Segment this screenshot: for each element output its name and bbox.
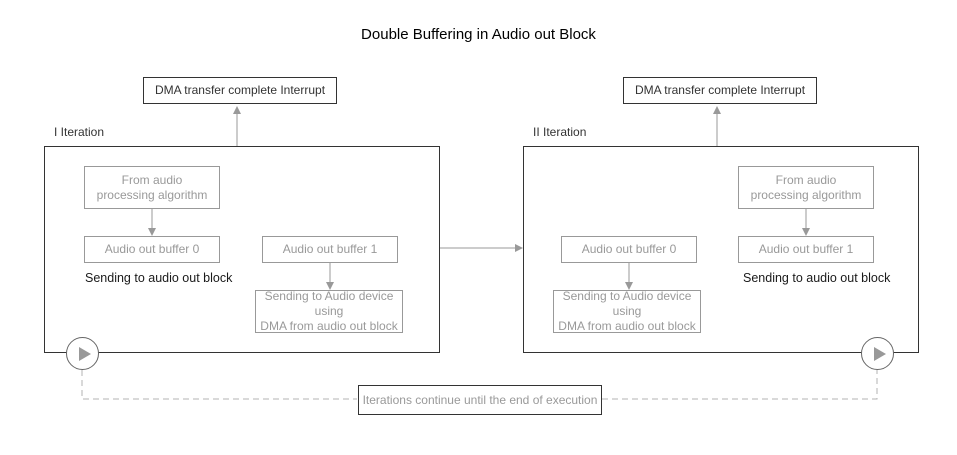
buffer1-label-1: Audio out buffer 1 [282,242,378,256]
from-audio-label-2: From audio processing algorithm [750,172,862,202]
play-button-1 [66,337,99,370]
footer-note-label: Iterations continue until the end of exe… [362,392,598,407]
dashed-connector-right [602,370,878,400]
sending-dma-label-1: Sending to Audio device using DMA from a… [260,289,398,333]
play-button-2 [861,337,894,370]
buffer0-label-1: Audio out buffer 0 [104,242,200,256]
play-icon [78,346,91,361]
from-audio-box-1: From audio processing algorithm [84,166,220,209]
sending-dma-box-2: Sending to Audio device using DMA from a… [553,289,701,333]
iteration-1-label: I Iteration [54,125,105,139]
sending-block-label-1: Sending to audio out block [85,271,233,285]
sending-dma-box-1: Sending to Audio device using DMA from a… [255,289,403,333]
buffer1-label-2: Audio out buffer 1 [758,242,854,256]
buffer1-box-2: Audio out buffer 1 [738,236,874,263]
interrupt-label-2: DMA transfer complete Interrupt [634,83,806,97]
interrupt-box-1: DMA transfer complete Interrupt [143,77,337,104]
sending-dma-label-2: Sending to Audio device using DMA from a… [558,289,696,333]
interrupt-box-2: DMA transfer complete Interrupt [623,77,817,104]
iteration-2-container [523,146,919,353]
interrupt-label-1: DMA transfer complete Interrupt [154,83,326,97]
arrow-iter2-to-interrupt [713,106,721,146]
arrow-iter1-to-iter2 [440,244,523,252]
diagram-title: Double Buffering in Audio out Block [361,26,596,43]
sending-block-label-2: Sending to audio out block [743,271,891,285]
from-audio-box-2: From audio processing algorithm [738,166,874,209]
from-audio-label-1: From audio processing algorithm [96,172,208,202]
arrow-iter1-to-interrupt [233,106,241,146]
play-icon [873,346,886,361]
buffer1-box-1: Audio out buffer 1 [262,236,398,263]
iteration-2-label: II Iteration [533,125,587,139]
iteration-1-container [44,146,440,353]
buffer0-label-2: Audio out buffer 0 [581,242,677,256]
footer-note-box: Iterations continue until the end of exe… [358,385,602,415]
buffer0-box-2: Audio out buffer 0 [561,236,697,263]
buffer0-box-1: Audio out buffer 0 [84,236,220,263]
dashed-connector-left [81,370,357,400]
